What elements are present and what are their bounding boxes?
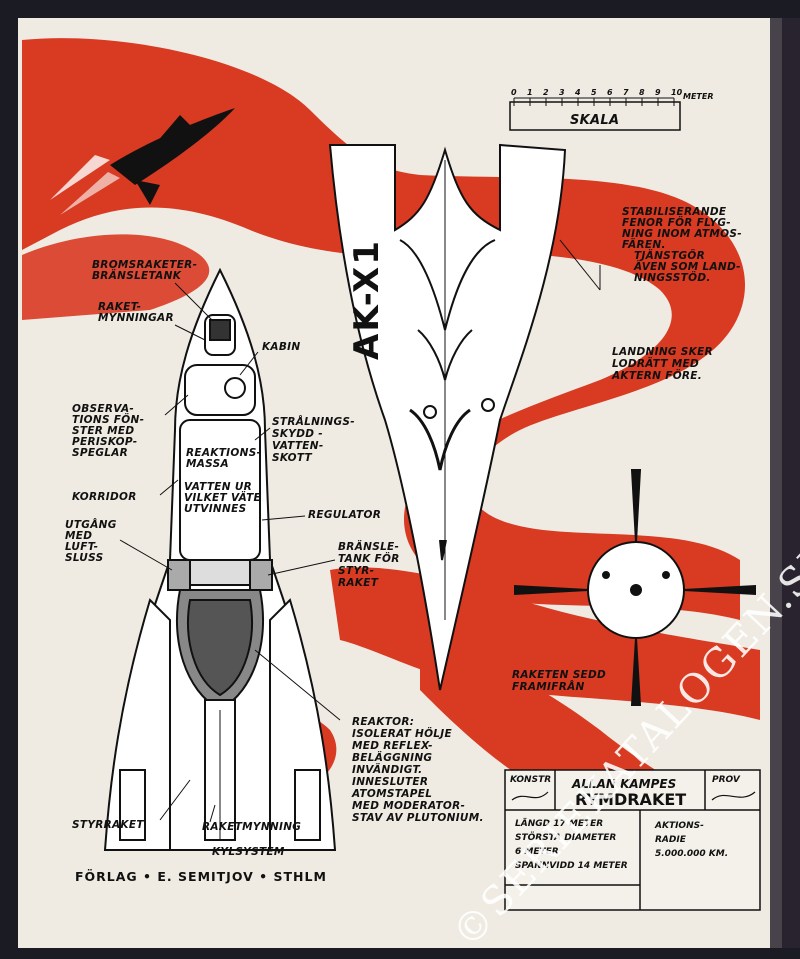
- dims-line: LÄNGD 17 METER: [515, 818, 603, 829]
- label-framifran: RAKETEN SEDD: [512, 669, 606, 681]
- label-korridor: KORRIDOR: [72, 491, 137, 503]
- scale-number: 7: [623, 88, 629, 97]
- label-reaktor: ATOMSTAPEL: [351, 788, 432, 800]
- aktion-line: RADIE: [655, 835, 687, 845]
- label-stabiliserande: NINGSSTÖD.: [634, 270, 711, 284]
- scale-number: 2: [543, 88, 549, 97]
- scale-number: 8: [639, 88, 645, 97]
- label-bransletank: STYR-: [338, 565, 374, 577]
- scale-unit: METER: [683, 92, 714, 101]
- label-utgang: MED: [65, 530, 92, 542]
- rocket-cutaway: [103, 267, 337, 851]
- leader-lines: [119, 239, 601, 823]
- aktion-line: 5.000.000 KM.: [655, 849, 728, 859]
- label-landning: AKTERN FÖRE.: [611, 368, 702, 382]
- label-observation: SPEGLAR: [72, 447, 128, 459]
- label-reaktor: BELÄGGNING: [352, 750, 432, 764]
- scale-number: 6: [607, 88, 613, 97]
- label-raketmynningar: MYNNINGAR: [98, 312, 174, 324]
- aktion-line: AKTIONS-: [654, 821, 704, 831]
- label-observation: TIONS FÖN-: [72, 412, 144, 426]
- label-regulator: REGULATOR: [308, 509, 381, 521]
- label-raketmynningar: RAKET-: [98, 301, 141, 313]
- label-straling: STRÅLNINGS-: [272, 415, 355, 428]
- label-utgang: UTGÅNG: [65, 518, 117, 531]
- label-reaktor: MED REFLEX-: [352, 740, 433, 752]
- label-stabiliserande: NING INOM ATMOS-: [622, 228, 742, 240]
- label-straling: SKYDD -: [272, 428, 323, 440]
- label-stabiliserande: STABILISERANDE: [622, 206, 727, 218]
- label-reaktionsmassa: REAKTIONS-: [186, 447, 261, 459]
- label-bransletank: BRÄNSLE-: [338, 539, 399, 553]
- label-landning: LANDNING SKER: [612, 346, 713, 358]
- label-raketmynning: RAKETMYNNING: [202, 821, 301, 833]
- title-dims: LÄNGD 17 METER STÖRSTA DIAMETER 6 METER SPA…: [515, 818, 628, 871]
- label-vatten: VILKET VÄTE: [184, 490, 262, 504]
- label-reaktor: INNESLUTER: [352, 776, 428, 788]
- label-reaktor: INVÄNDIGT.: [352, 762, 422, 776]
- label-utgang: SLUSS: [65, 552, 103, 564]
- rocket-front-view: [514, 469, 756, 706]
- scale-number: 0: [511, 88, 517, 97]
- prov-label: PROV: [712, 775, 741, 785]
- scale-label: SKALA: [570, 113, 619, 128]
- label-kabin: KABIN: [262, 341, 300, 353]
- label-styrraket: STYRRAKET: [72, 819, 144, 831]
- title-top: ALLAN KAMPES: [571, 777, 676, 791]
- labels: BROMSRAKETER-BRÄNSLETANK RAKET-MYNNINGAR K…: [65, 206, 742, 858]
- label-vatten: VATTEN UR: [184, 481, 252, 493]
- label-straling: VATTEN-: [272, 440, 324, 452]
- title-main: RYMDRAKET: [575, 790, 686, 809]
- scale-number: 3: [559, 88, 565, 97]
- label-landning: LODRÄTT MED: [612, 356, 699, 370]
- title-aktion: AKTIONS- RADIE 5.000.000 KM.: [654, 821, 728, 859]
- label-bransletank: TANK FÖR: [338, 551, 400, 565]
- label-stabiliserande: ÄVEN SOM LAND-: [633, 259, 741, 273]
- label-reaktor: STAV AV PLUTONIUM.: [352, 812, 484, 824]
- label-observation: PERISKOP-: [72, 436, 137, 448]
- label-bromsraketer: BROMSRAKETER-: [92, 259, 197, 271]
- label-kylsystem: KYLSYSTEM: [212, 846, 285, 858]
- dims-line: 6 METER: [515, 847, 559, 857]
- label-stabiliserande: FÄREN.: [622, 237, 666, 251]
- label-observation: OBSERVA-: [72, 403, 134, 415]
- label-observation: STER MED: [72, 425, 134, 437]
- scale-number: 9: [655, 88, 661, 97]
- label-reaktor: MED MODERATOR-: [352, 800, 465, 812]
- label-reaktionsmassa: MASSA: [186, 458, 229, 470]
- label-reaktor: REAKTOR:: [352, 716, 414, 728]
- label-bromsraketer: BRÄNSLETANK: [92, 268, 182, 282]
- label-utgang: LUFT-: [65, 541, 98, 553]
- dims-line: STÖRSTA DIAMETER: [515, 832, 616, 843]
- scale-number: 4: [574, 88, 581, 97]
- label-stabiliserande: TJÄNSTGÖR: [634, 248, 705, 262]
- label-framifran: FRAMIFRÅN: [512, 680, 585, 693]
- label-vatten: UTVINNES: [184, 503, 246, 515]
- rocket-top-view: [328, 143, 567, 691]
- label-bransletank: RAKET: [338, 577, 379, 589]
- title-block: [504, 769, 761, 911]
- label-straling: SKOTT: [272, 452, 313, 464]
- scale-number: 1: [527, 88, 533, 97]
- rocket-name: AK-X1: [347, 239, 387, 360]
- label-reaktor: ISOLERAT HÖLJE: [352, 726, 452, 740]
- scale-number: 5: [591, 88, 597, 97]
- publisher-line: FÖRLAG • E. SEMITJOV • STHLM: [75, 869, 327, 884]
- konstr-label: KONSTR: [510, 775, 551, 785]
- scale-number: 10: [671, 88, 683, 97]
- label-stabiliserande: FENOR FÖR FLYG-: [622, 215, 731, 229]
- dims-line: SPANNVIDD 14 METER: [515, 861, 628, 871]
- small-rocket: [50, 108, 235, 215]
